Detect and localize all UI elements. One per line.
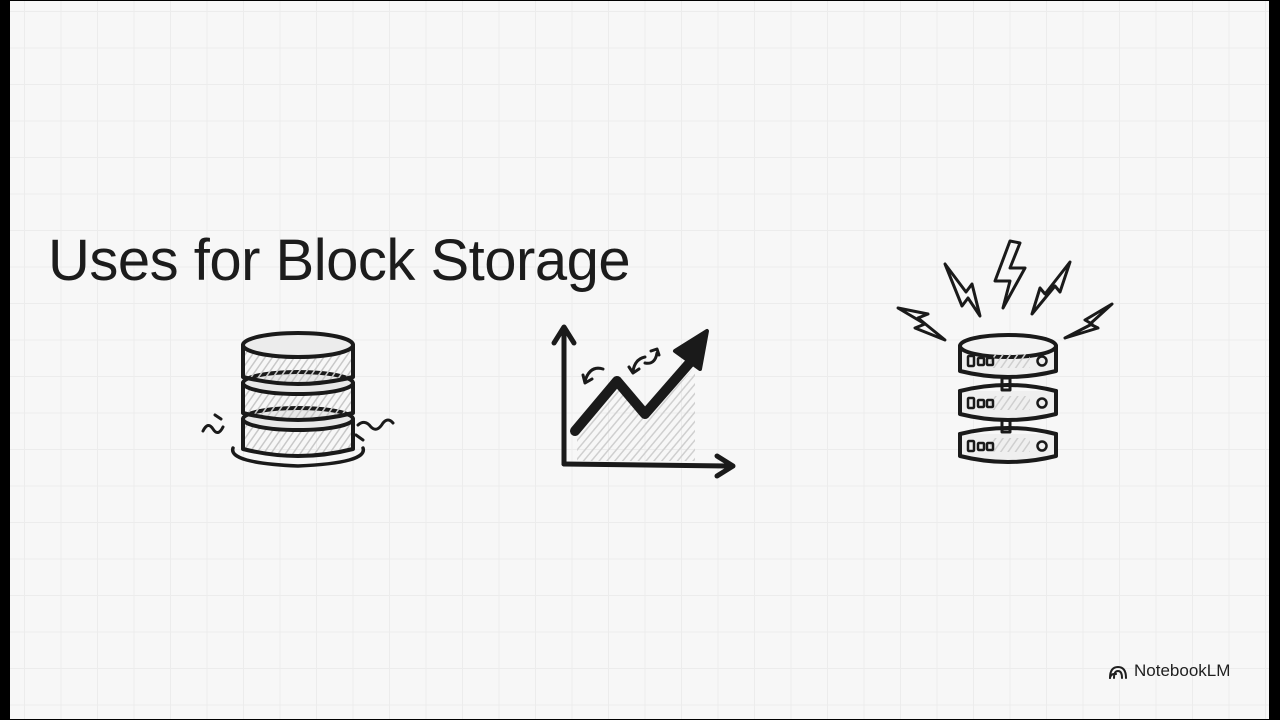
stacked-database-icon <box>193 323 403 473</box>
slide: Uses for Block Storage <box>10 1 1269 719</box>
watermark-label: NotebookLM <box>1134 661 1231 680</box>
notebooklm-watermark: NotebookLM <box>1108 661 1230 681</box>
growth-chart-icon <box>545 319 745 481</box>
notebooklm-logo-icon <box>1108 663 1128 679</box>
slide-title: Uses for Block Storage <box>48 228 631 293</box>
server-rack-lightning-icon <box>880 236 1125 476</box>
